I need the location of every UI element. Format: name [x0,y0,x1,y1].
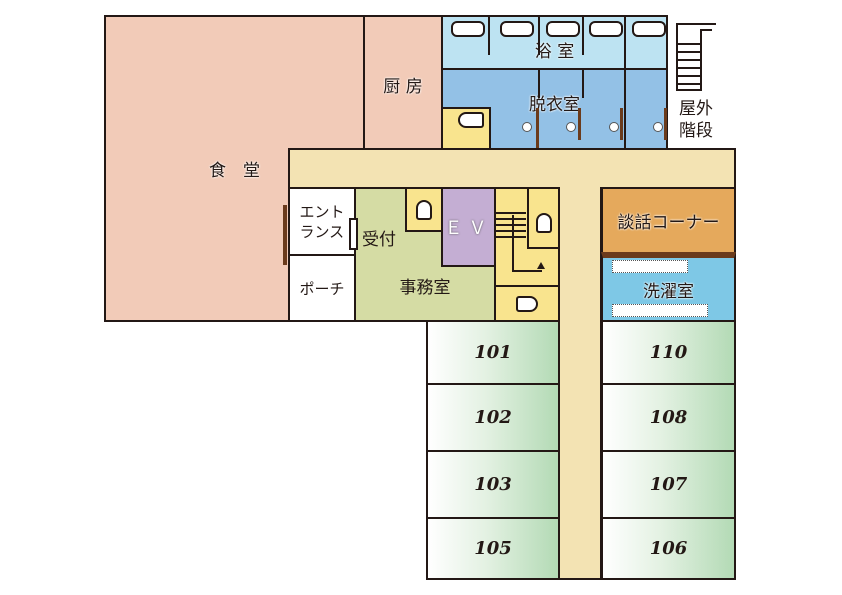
bathtub-icon [451,21,485,37]
unit-label: 107 [649,474,688,495]
wall [538,15,540,55]
toilet-icon [416,199,432,220]
stair-arrow [512,215,514,272]
porch-label: ポーチ [299,279,345,298]
stairs-icon [496,212,526,242]
door [578,108,581,140]
ev-label: ＥＶ [444,218,493,239]
wall [582,15,584,55]
wall [624,68,626,148]
sink-icon [609,122,619,132]
toilet [494,285,560,322]
wall [624,15,626,70]
washer-row [612,260,688,273]
wall [538,68,540,98]
kitchen-label: 厨 房 [383,77,423,97]
door [620,108,623,140]
wall [582,68,584,98]
unit-label: 101 [474,342,512,363]
entrance: エント ランス [288,187,356,256]
entrance-door [283,205,287,265]
toilet [527,187,560,249]
reception-label: 受付 [362,230,396,250]
unit-101[interactable]: 101 [426,320,560,385]
washer-row [612,304,708,317]
arrow-up-icon [537,262,545,269]
laundry-label: 洗濯室 [643,281,694,302]
stair-arrow [512,270,542,272]
wall [488,15,490,55]
sink-icon [566,122,576,132]
door [536,108,539,148]
office-label: 事務室 [399,278,451,298]
unit-label: 105 [474,538,512,559]
bathtub-icon [546,21,580,37]
corridor [288,148,736,189]
bathtub-icon [632,21,666,37]
toilet-icon [516,295,538,312]
unit-label: 106 [649,538,688,559]
porch: ポーチ [288,254,356,322]
kitchen: 厨 房 [363,15,443,150]
unit-label: 110 [649,342,688,363]
bathtub-icon [589,21,623,37]
entrance-label: エント ランス [299,202,345,241]
lounge-label: 談話コーナー [617,213,720,233]
outdoor-stairs-icon [676,23,716,93]
reception-counter [349,218,358,250]
toilet [405,187,443,232]
dressing-label: 脱衣室 [529,95,580,115]
corridor-vertical [558,187,602,580]
outdoor-stairs-label: 屋外 階段 [679,99,713,141]
toilet-icon [535,213,552,233]
unit-106[interactable]: 106 [601,517,736,580]
dining-label: 食 堂 [209,161,260,181]
toilet-icon [458,112,484,128]
door [664,108,667,140]
unit-108[interactable]: 108 [601,383,736,452]
unit-110[interactable]: 110 [601,320,736,385]
bathtub-icon [500,21,534,37]
unit-label: 102 [474,407,512,428]
unit-label: 108 [649,407,688,428]
bath-label: 浴 室 [534,42,575,62]
unit-107[interactable]: 107 [601,450,736,519]
unit-105[interactable]: 105 [426,517,560,580]
sink-icon [522,122,532,132]
unit-label: 103 [474,474,512,495]
elevator: ＥＶ [441,187,496,267]
sink-icon [653,122,663,132]
unit-102[interactable]: 102 [426,383,560,452]
lounge: 談話コーナー [601,187,736,254]
unit-103[interactable]: 103 [426,450,560,519]
